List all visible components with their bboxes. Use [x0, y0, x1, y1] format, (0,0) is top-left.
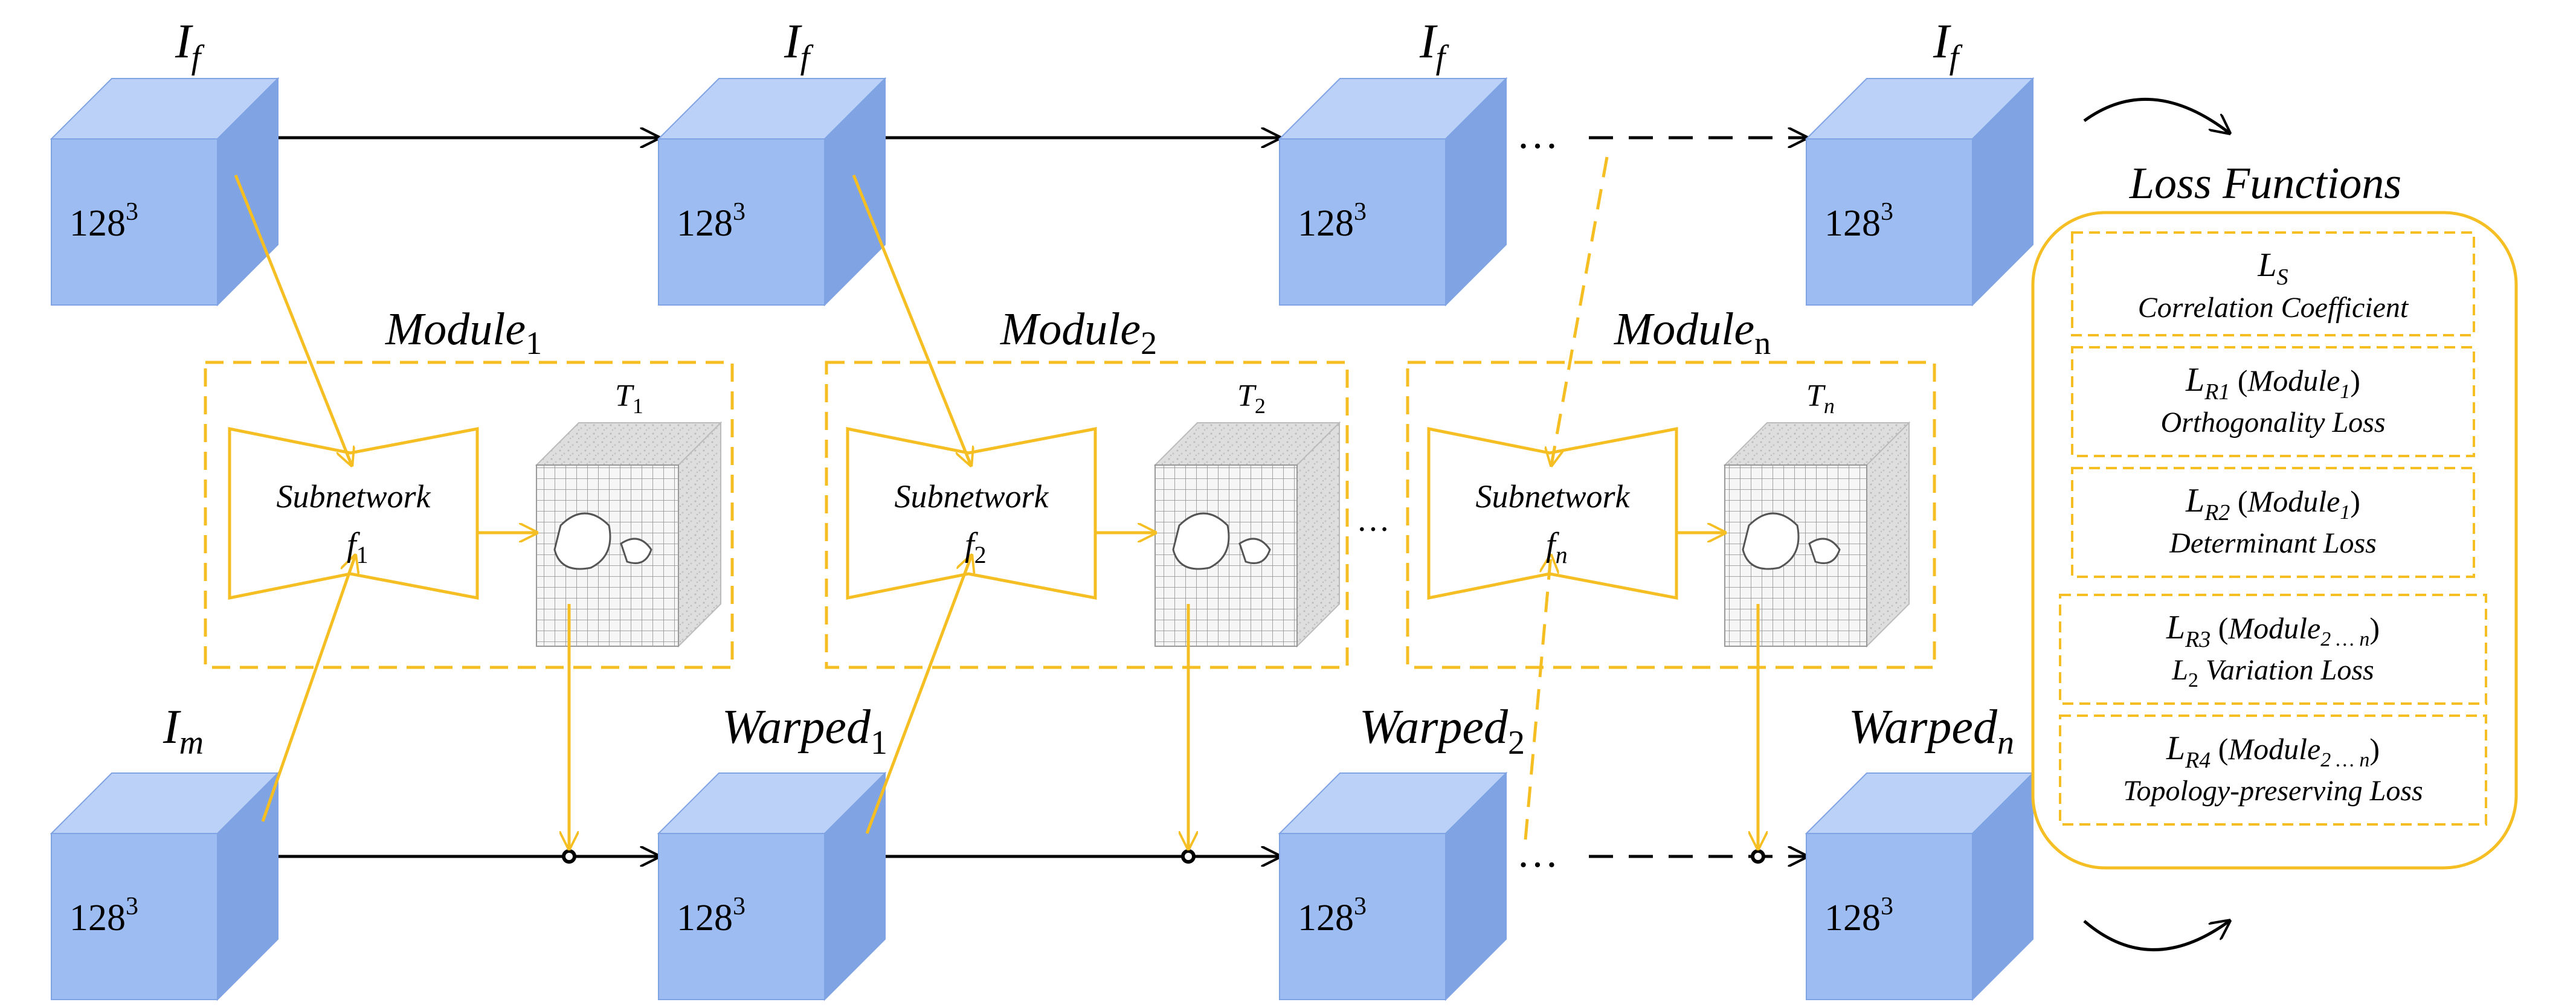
deformed-structure [553, 512, 652, 570]
cube-size-label: 1283 [1824, 893, 1893, 939]
fixed-cube-3: 1283 [1278, 77, 1508, 307]
cube-size-label: 1283 [1824, 198, 1893, 244]
loss-panel-frame [2031, 211, 2518, 870]
warped-label-2: Warped2 [1359, 701, 1525, 762]
fixed1-to-subnet1 [234, 175, 352, 465]
moving-cube: 1283 [50, 771, 280, 1001]
cube-front-face [1279, 138, 1446, 306]
module-label-1: Module1 [385, 304, 542, 361]
cube-size-label: 1283 [1298, 198, 1367, 244]
loss-description: Correlation Coefficient [2138, 292, 2409, 324]
t2-label: T2 [1237, 379, 1266, 418]
t1-grid-cube [535, 421, 723, 648]
loss-term: LS [2257, 246, 2288, 290]
loss-description: Topology-preserving Loss [2123, 775, 2423, 807]
moving-to-subnet1 [261, 556, 355, 822]
warped-label-1: Warped1 [722, 701, 887, 762]
warped1-to-subnet2 [865, 556, 971, 834]
warped-cube-2: 1283 [1278, 771, 1508, 1001]
module-label-2: Module2 [1000, 304, 1157, 361]
loss-term: LR4 (Module2 … n) [2166, 730, 2380, 773]
cube-front-face [1806, 138, 1973, 306]
warped-cube-n: 1283 [1805, 771, 2035, 1001]
cube-front-face [1806, 833, 1973, 1000]
fixed-label-1: If [175, 15, 205, 76]
warped-label-n: Warpedn [1849, 701, 2014, 762]
cube-front-face [51, 833, 218, 1000]
deformed-structure [1742, 512, 1841, 570]
junction-dot-1 [562, 849, 576, 864]
loss-item-5: LR4 (Module2 … n)Topology-preserving Los… [2059, 714, 2487, 826]
loss-description: Orthogonality Loss [2160, 406, 2385, 438]
subnetwork-n-label: Subnetwork [1476, 478, 1631, 515]
cube-front-face [1279, 833, 1446, 1000]
module-label-n: Modulen [1614, 304, 1771, 361]
top-ellipsis: … [1516, 111, 1559, 158]
cube-front-face [658, 833, 825, 1000]
loss-item-box [2071, 467, 2475, 578]
loss-item-3: LR2 (Module1)Determinant Loss [2071, 467, 2475, 578]
warped2-to-subnetn-dashed [1524, 556, 1551, 840]
loss-item-box [2059, 594, 2487, 705]
deformation-field-cubes [535, 421, 1911, 648]
loss-item-2: LR1 (Module1)Orthogonality Loss [2071, 346, 2475, 457]
module-n-box [1406, 361, 1936, 669]
fixed-cube-2: 1283 [657, 77, 887, 307]
cycle-arrow-bottom [2083, 921, 2229, 951]
fixed-label-4: If [1933, 15, 1963, 76]
loss-item-4: LR3 (Module2 … n)L2 Variation Loss [2059, 594, 2487, 705]
deformed-structure [1172, 512, 1271, 570]
loss-term: LR3 (Module2 … n) [2166, 609, 2380, 652]
fixed2-to-subnet2 [852, 175, 971, 465]
cube-front-face [51, 138, 218, 306]
junction-dot-3 [1751, 849, 1765, 864]
module-boxes [204, 361, 1936, 669]
fixed-cube-1: 1283 [50, 77, 280, 307]
subnetwork-1-label: Subnetwork [277, 478, 431, 515]
cube-front-face [658, 138, 825, 306]
junction-dots [562, 849, 1765, 864]
loss-description: Determinant Loss [2169, 527, 2377, 559]
loss-panel-title: Loss Functions [2129, 159, 2401, 208]
junction-dot-2 [1181, 849, 1196, 864]
fixed-cube-4: 1283 [1805, 77, 2035, 307]
cube-size-label: 1283 [69, 893, 138, 939]
tn-grid-cube [1723, 421, 1911, 648]
cycle-arrow-top [2083, 98, 2229, 133]
fixed-label-3: If [1419, 15, 1450, 76]
cube-size-label: 1283 [677, 198, 745, 244]
cube-size-label: 1283 [677, 893, 745, 939]
bottom-ellipsis: … [1516, 830, 1559, 876]
fixed-label-2: If [784, 15, 814, 76]
tn-label: Tn [1806, 379, 1835, 418]
fixedn-to-subnetn-dashed [1551, 156, 1609, 465]
loss-item-box [2071, 231, 2475, 336]
loss-term: LR2 (Module1) [2185, 482, 2360, 525]
warped-cube-1: 1283 [657, 771, 887, 1001]
subnetwork-2-label: Subnetwork [895, 478, 1049, 515]
volume-cubes: 1283 1283 1283 1283 1283 1283 1283 1283 [50, 77, 2035, 1001]
loss-item-box [2071, 346, 2475, 457]
moving-label: Im [163, 701, 204, 762]
cube-size-label: 1283 [69, 198, 138, 244]
t2-grid-cube [1153, 421, 1341, 648]
loss-description: L2 Variation Loss [2171, 654, 2374, 692]
module-2-box [825, 361, 1349, 669]
cube-size-label: 1283 [1298, 893, 1367, 939]
module-1-box [204, 361, 734, 669]
yellow-arrows [234, 156, 1758, 849]
loss-term: LR1 (Module1) [2185, 361, 2360, 405]
t1-label: T1 [615, 379, 643, 418]
module-ellipsis-1: ··· [1356, 511, 1390, 548]
loss-item-box [2059, 714, 2487, 826]
